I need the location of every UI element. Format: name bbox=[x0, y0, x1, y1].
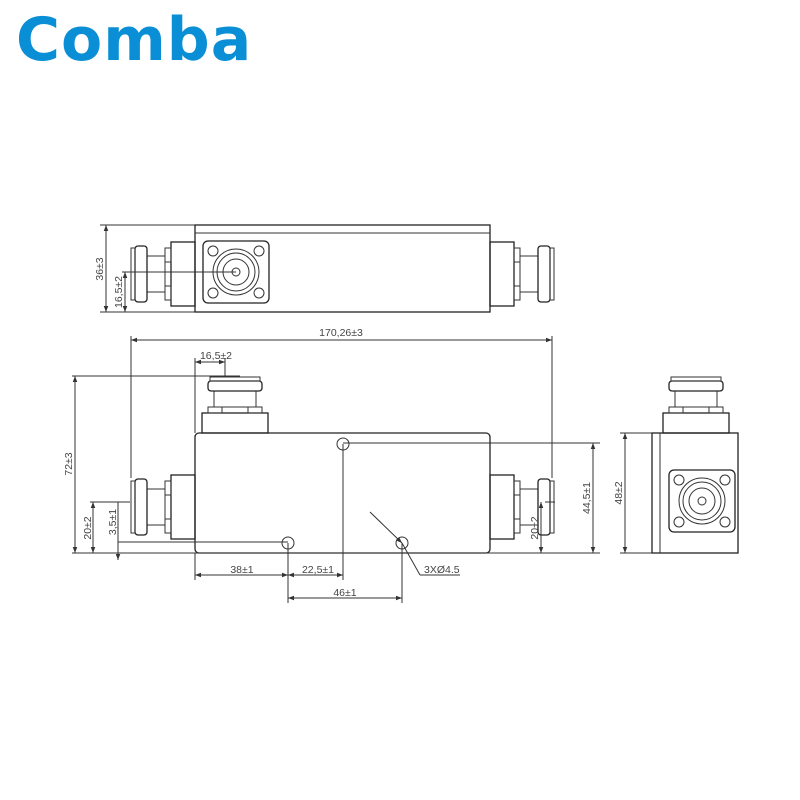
comba-logo: Comba bbox=[16, 5, 253, 75]
dim-right-port-height: 20±2 bbox=[529, 516, 541, 539]
top-view: 36±3 16,5±2 bbox=[94, 224, 555, 313]
dim-side-height: 48±2 bbox=[613, 481, 625, 504]
dim-hole-offset: 3,5±1 bbox=[107, 509, 119, 535]
dim-top-port-offset: 16,5±2 bbox=[113, 276, 125, 308]
dim-right-hole-height: 44,5±1 bbox=[581, 482, 593, 514]
dim-overall-height: 72±3 bbox=[63, 452, 75, 475]
dim-overall-length: 170,26±3 bbox=[319, 327, 363, 339]
dim-hole2-x: 22,5±1 bbox=[302, 564, 334, 576]
front-view: 170,26±3 16,5±2 72±3 20±2 3,5±1 38±1 22,… bbox=[63, 327, 600, 603]
dim-top-port-offset-front: 16,5±2 bbox=[200, 350, 232, 362]
dim-top-height: 36±3 bbox=[94, 257, 106, 280]
dim-holes: 3XØ4.5 bbox=[424, 564, 460, 576]
side-view: 48±2 bbox=[613, 376, 739, 554]
dim-hole1-x: 38±1 bbox=[230, 564, 253, 576]
dim-hole-spacing: 46±1 bbox=[333, 587, 356, 599]
dim-left-port-height: 20±2 bbox=[82, 516, 94, 539]
